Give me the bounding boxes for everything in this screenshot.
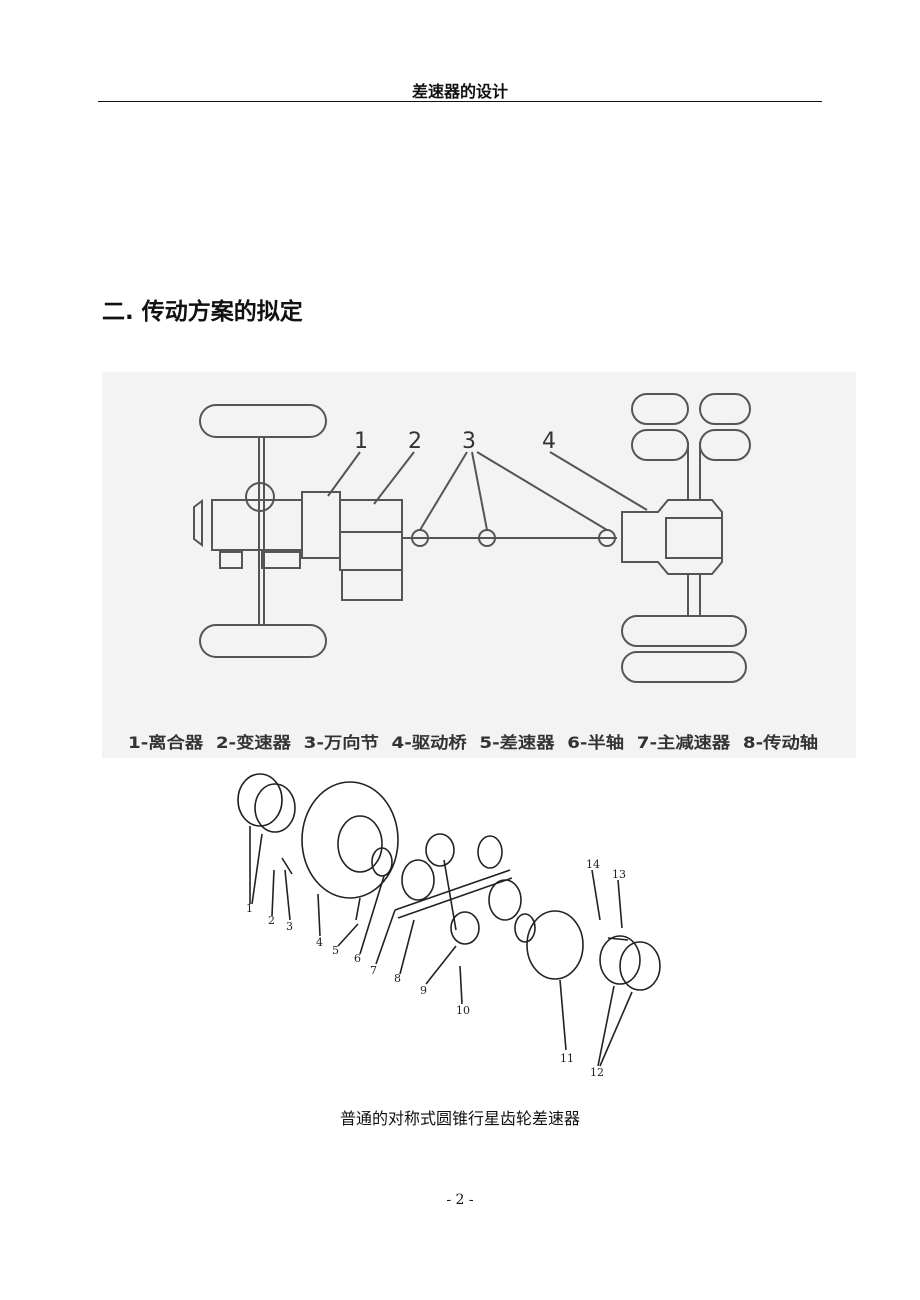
case-flange-part-4 bbox=[301, 781, 399, 899]
callout-4: 4 bbox=[542, 429, 556, 454]
case-half-part-11 bbox=[526, 910, 584, 980]
side-gear-part-5 bbox=[401, 859, 435, 901]
clutch-housing bbox=[301, 491, 341, 559]
bearing-part-1 bbox=[237, 773, 283, 827]
figure1-legend: 1-离合器 2-变速器 3-万向节 4-驱动桥 5-差速器 6-半轴 7-主减速… bbox=[128, 733, 818, 752]
label-10: 10 bbox=[456, 1004, 470, 1017]
front-right-wheel bbox=[199, 624, 327, 658]
drivetrain-layout-figure: 1 2 3 4 1-离合器 2-变速器 3-万向节 4-驱动桥 5-差速器 6-… bbox=[102, 372, 856, 758]
label-11: 11 bbox=[560, 1052, 574, 1065]
rear-wheel-2 bbox=[621, 615, 747, 647]
differential-exploded-figure: 1 2 3 4 5 6 7 8 9 10 11 12 13 14 bbox=[220, 770, 700, 1090]
label-1: 1 bbox=[246, 902, 253, 915]
label-5: 5 bbox=[332, 944, 339, 957]
drivetrain-schematic: 1 2 3 4 1-离合器 2-变速器 3-万向节 4-驱动桥 5-差速器 6-… bbox=[128, 393, 818, 752]
callout-1: 1 bbox=[354, 429, 368, 454]
label-9: 9 bbox=[420, 984, 427, 997]
callout-3: 3 bbox=[462, 429, 476, 454]
callout-2: 2 bbox=[408, 429, 422, 454]
label-7: 7 bbox=[370, 964, 377, 977]
bearing-part-12 bbox=[599, 935, 641, 985]
page-number: - 2 - bbox=[446, 1192, 474, 1208]
engine-block bbox=[211, 499, 303, 551]
header-rule bbox=[98, 101, 822, 102]
label-3: 3 bbox=[286, 920, 293, 933]
rear-wheel-1 bbox=[631, 393, 689, 425]
gearbox-housing bbox=[339, 499, 403, 571]
label-12: 12 bbox=[590, 1066, 604, 1079]
label-2: 2 bbox=[268, 914, 275, 927]
label-13: 13 bbox=[612, 868, 626, 881]
label-6: 6 bbox=[354, 952, 361, 965]
figure-caption: 普通的对称式圆锥行星齿轮差速器 bbox=[339, 1109, 580, 1128]
label-4: 4 bbox=[316, 936, 323, 949]
front-left-wheel bbox=[199, 404, 327, 438]
rear-axle-housing bbox=[621, 499, 723, 575]
label-14: 14 bbox=[586, 858, 600, 871]
cross-shaft-part-8 bbox=[394, 869, 511, 911]
label-8: 8 bbox=[394, 972, 401, 985]
running-header: 差速器的设计 bbox=[411, 82, 508, 101]
differential-exploded-view: 1 2 3 4 5 6 7 8 9 10 11 12 13 14 bbox=[237, 773, 661, 1079]
section-heading: 二. 传动方案的拟定 bbox=[102, 299, 303, 325]
